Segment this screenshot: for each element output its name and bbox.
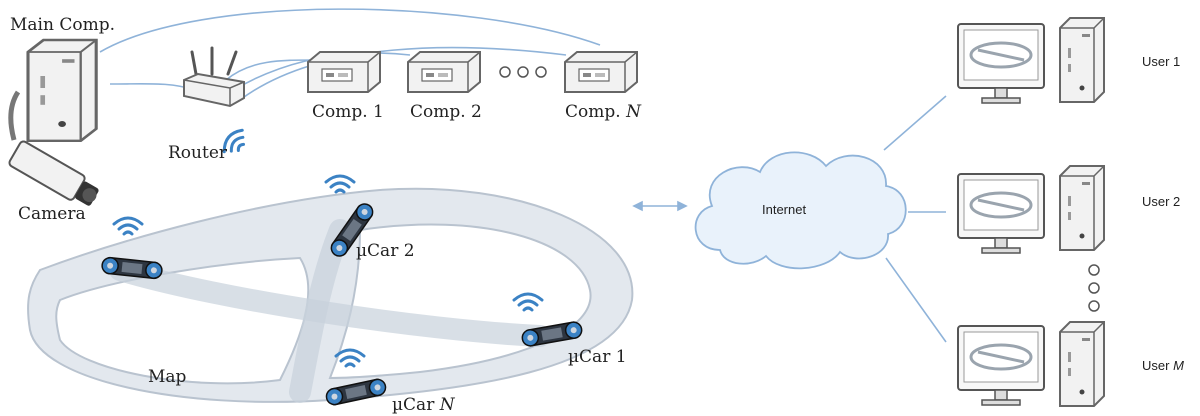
computer-1-label: Comp. 1 bbox=[312, 102, 384, 122]
camera-label: Camera bbox=[18, 204, 86, 224]
main-computer-label: Main Comp. bbox=[10, 15, 115, 35]
wifi-icon bbox=[112, 216, 144, 236]
bidirectional-arrow bbox=[632, 200, 688, 212]
tower bbox=[1059, 17, 1105, 103]
car-2-label: µCar 2 bbox=[356, 241, 415, 261]
user-m-station bbox=[956, 321, 1105, 407]
ellipsis-dots bbox=[1088, 264, 1100, 312]
internet-cloud bbox=[694, 151, 907, 270]
user-2-label: User 2 bbox=[1142, 194, 1180, 209]
map-label: Map bbox=[148, 367, 187, 387]
link-main-compn bbox=[99, 8, 601, 53]
computer-2-label: Comp. 2 bbox=[410, 102, 482, 122]
router bbox=[183, 46, 245, 108]
user-m-label: User M bbox=[1142, 358, 1184, 373]
user-2-station bbox=[956, 165, 1105, 255]
link-router-compn bbox=[239, 46, 567, 101]
tower bbox=[1059, 165, 1105, 251]
link-router-comp1 bbox=[225, 59, 316, 81]
tower bbox=[1059, 321, 1105, 407]
computer-2 bbox=[407, 51, 481, 93]
network-links bbox=[99, 8, 601, 101]
main-computer bbox=[26, 38, 98, 143]
ellipsis-dots bbox=[499, 66, 547, 78]
monitor bbox=[956, 22, 1046, 105]
user-1-station bbox=[956, 17, 1105, 105]
link-main-router bbox=[109, 82, 196, 91]
car-1-label: µCar 1 bbox=[568, 347, 627, 367]
internet-label: Internet bbox=[762, 202, 806, 217]
user-1-label: User 1 bbox=[1142, 54, 1180, 69]
computer-n bbox=[564, 51, 638, 93]
router-label: Router bbox=[168, 143, 228, 163]
computer-1 bbox=[307, 51, 381, 93]
monitor bbox=[956, 324, 1046, 407]
user-links bbox=[883, 95, 947, 343]
wifi-icon bbox=[324, 174, 356, 194]
link-router-comp2 bbox=[229, 52, 411, 93]
car-n-label: µCar N bbox=[392, 395, 456, 415]
camera bbox=[8, 90, 99, 206]
monitor bbox=[956, 172, 1046, 255]
computer-n-label: Comp. N bbox=[565, 102, 642, 122]
